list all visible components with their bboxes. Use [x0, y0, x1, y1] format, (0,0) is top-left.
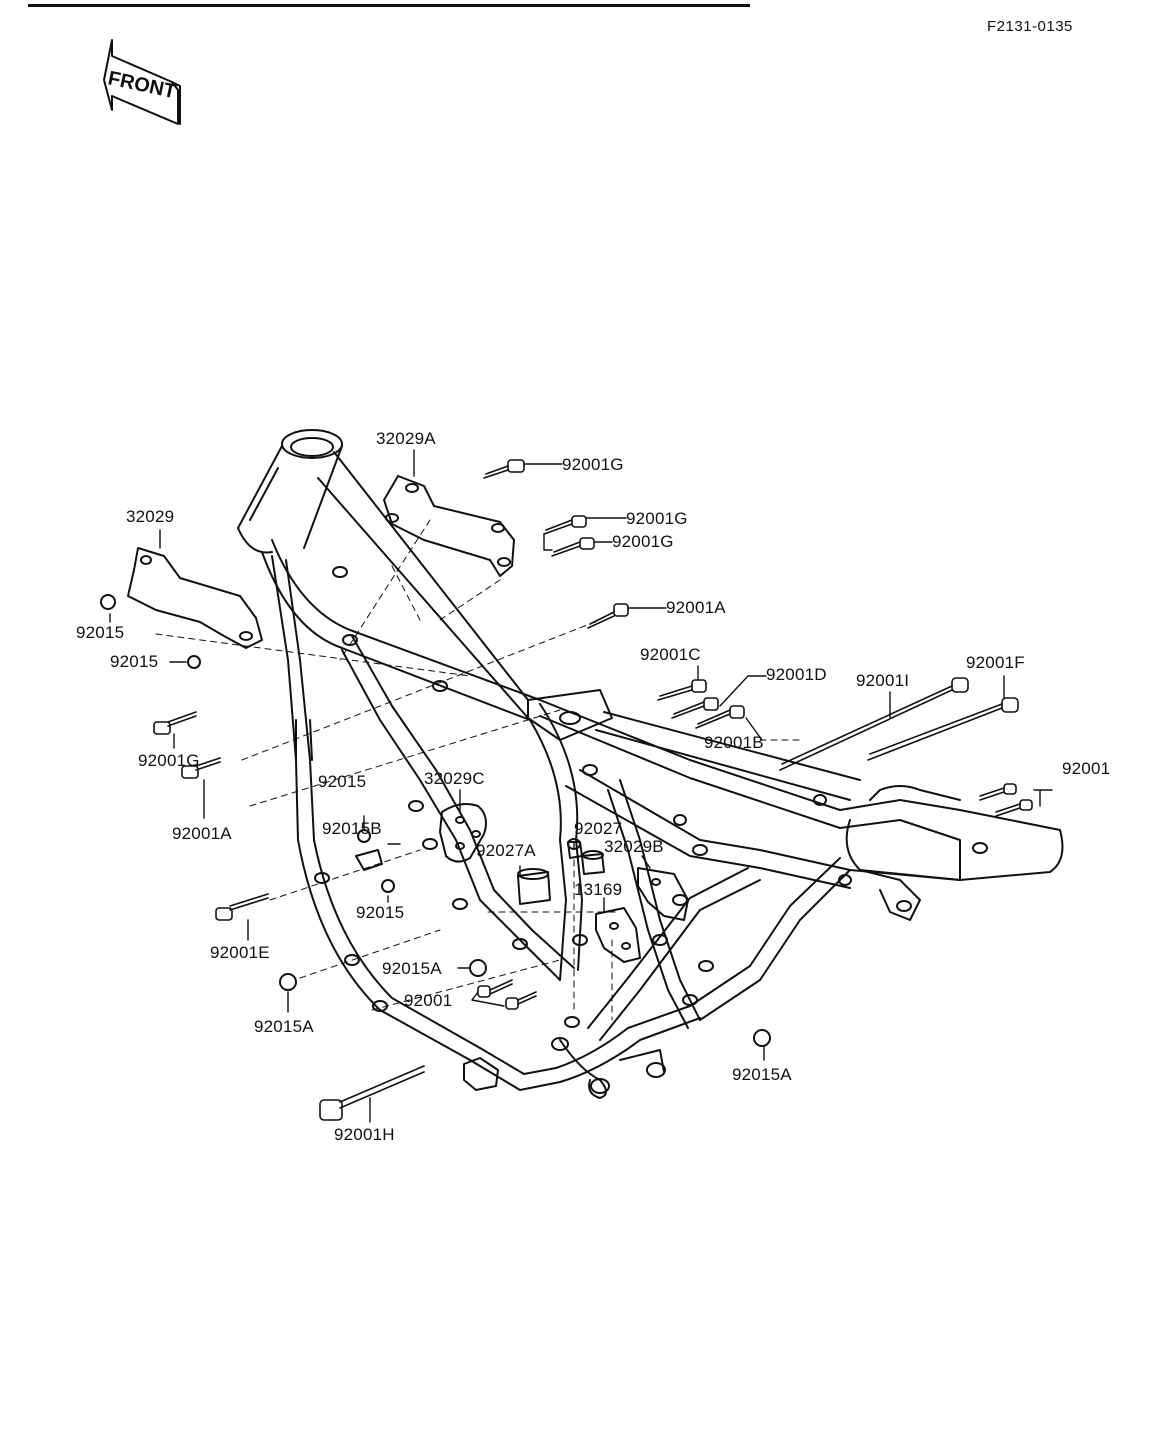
callout-32029B[interactable]: 32029B: [604, 837, 664, 856]
bracket-32029A: [383, 475, 515, 577]
callout-92015-a[interactable]: 92015: [76, 623, 125, 642]
callout-92027A[interactable]: 92027A: [476, 841, 536, 860]
callout-92001C[interactable]: 92001C: [640, 645, 701, 664]
front-arrow-icon: FRONT: [103, 39, 181, 125]
lower-cradle: [463, 1005, 701, 1091]
callout-92001G-left[interactable]: 92001G: [138, 751, 200, 770]
callout-92001H[interactable]: 92001H: [334, 1125, 395, 1144]
leader-lines: [109, 449, 1053, 1123]
callout-92001G-mid2[interactable]: 92001G: [612, 532, 674, 551]
pivot-area: [559, 779, 851, 1099]
rear-frame: [539, 699, 1064, 921]
callout-92015A-mid[interactable]: 92015A: [382, 959, 442, 978]
bracket-32029B: [637, 867, 689, 921]
callout-92001G-mid1[interactable]: 92001G: [626, 509, 688, 528]
mount-holes: [314, 566, 988, 1051]
callout-92001D[interactable]: 92001D: [766, 665, 827, 684]
callout-92015A-left[interactable]: 92015A: [254, 1017, 314, 1036]
callout-92015-d[interactable]: 92015: [356, 903, 405, 922]
callout-32029A[interactable]: 32029A: [376, 429, 436, 448]
bracket-13169: [595, 907, 641, 963]
callout-92001B[interactable]: 92001B: [704, 733, 764, 752]
callout-92001I[interactable]: 92001I: [856, 671, 910, 690]
callout-92001G-top[interactable]: 92001G: [562, 455, 624, 474]
callout-32029[interactable]: 32029: [126, 507, 175, 526]
callout-92001-mid[interactable]: 92001: [404, 991, 453, 1010]
front-down-tubes: [271, 555, 481, 1061]
callout-92015A-right[interactable]: 92015A: [732, 1065, 792, 1084]
callout-92015B[interactable]: 92015B: [322, 819, 382, 838]
bracket-32029C: [439, 803, 487, 863]
callout-13169[interactable]: 13169: [574, 880, 623, 899]
callout-92015-c[interactable]: 92015: [318, 772, 367, 791]
callout-92001A-upper[interactable]: 92001A: [666, 598, 726, 617]
callout-92001E[interactable]: 92001E: [210, 943, 270, 962]
callout-92001F[interactable]: 92001F: [966, 653, 1025, 672]
top-rule: [28, 4, 750, 7]
bracket-32029: [127, 547, 263, 649]
callout-92027[interactable]: 92027: [574, 819, 623, 838]
bolts: [153, 459, 1033, 1121]
guide-lines: [155, 519, 801, 1021]
figure-code: F2131-0135: [987, 18, 1073, 35]
callout-92001A-left[interactable]: 92001A: [172, 824, 232, 843]
callout-92015-b[interactable]: 92015: [110, 652, 159, 671]
steering-head: [237, 429, 343, 554]
upper-rails: [261, 539, 583, 981]
callout-92001-right[interactable]: 92001: [1062, 759, 1111, 778]
nuts: [100, 594, 771, 1047]
callout-32029C[interactable]: 32029C: [424, 769, 485, 788]
spacers: [517, 841, 605, 905]
